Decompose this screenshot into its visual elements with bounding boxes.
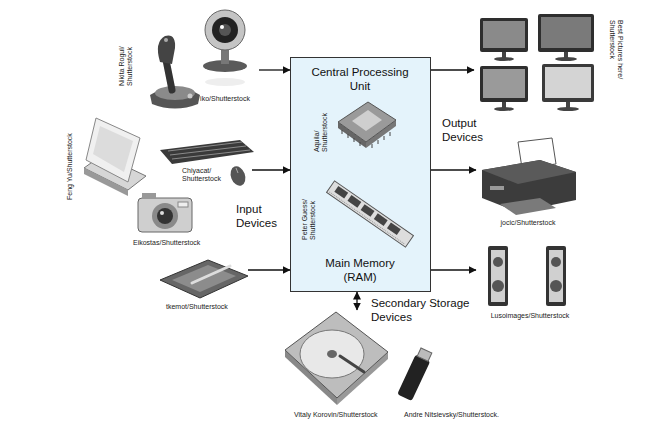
tablet-device: tkemot/Shutterstock [158, 258, 248, 314]
group-label: Output Devices [442, 117, 498, 144]
monitors-device: Best Pictures here/ Shutterstock [474, 12, 628, 114]
monitors-picture [480, 14, 594, 111]
camera-picture [138, 193, 192, 232]
data-flow-arrow [248, 269, 290, 270]
photo-credit: Vitaly Korovin/Shutterstock [294, 411, 378, 419]
photo-credit: Eikostas/Shutterstock [133, 239, 200, 247]
photo-credit: Chiyacat/ Shutterstock [182, 167, 228, 184]
photo-credit: Best Pictures here/ Shutterstock [608, 20, 625, 92]
joystick-picture [150, 36, 200, 109]
data-flow-arrow [431, 169, 476, 170]
photo-credit: iko/Shutterstock [193, 95, 257, 103]
cpu-chip-picture [338, 102, 396, 148]
group-label: Input Devices [236, 203, 290, 230]
photo-credit: Nikita Rogul/ Shutterstock [118, 30, 135, 86]
webcam-picture [203, 10, 247, 86]
keyboard-picture [160, 140, 254, 188]
ram-stick-picture [327, 181, 414, 247]
system-unit-box: Central Processing UnitMain Memory (RAM) [290, 57, 431, 292]
component-name: Main Memory (RAM) [315, 257, 405, 284]
keyboard-mouse-device: Chiyacat/ Shutterstock [156, 136, 252, 190]
storage-devices: Vitaly Korovin/Shutterstock Andre Nitsiev… [280, 310, 516, 424]
tablet-picture [160, 260, 248, 298]
photo-credit: Aquila/ Shutterstock [313, 106, 330, 152]
webcam-device: iko/Shutterstock [193, 4, 259, 107]
usb-stick-picture [397, 347, 433, 401]
data-flow-arrow [431, 69, 474, 70]
hard-disk-picture [285, 312, 388, 405]
data-flow-arrow [252, 169, 290, 170]
speakers-device: Lusoimages/Shutterstock [476, 242, 586, 326]
photo-credit: Feng Yu/Shutterstock [66, 133, 74, 200]
group-label: Secondary Storage Devices [371, 297, 473, 324]
printer-device: jocic/Shutterstock [476, 136, 582, 232]
photo-credit: tkemot/Shutterstock [166, 303, 228, 311]
data-flow-arrow [356, 292, 357, 310]
component-name: Central Processing Unit [310, 66, 410, 93]
data-flow-arrow [259, 69, 290, 70]
data-flow-arrow [431, 269, 476, 270]
scanner-picture [84, 118, 146, 196]
photo-credit: Lusoimages/Shutterstock [476, 312, 584, 320]
printer-picture [482, 138, 576, 215]
system-unit-box [291, 58, 431, 292]
photo-credit: jocic/Shutterstock [476, 219, 580, 227]
photo-credit: Peter Guess/ Shutterstock [301, 188, 318, 240]
speakers-picture [488, 246, 566, 306]
photo-credit: Andre Nitsievsky/Shutterstock. [404, 411, 499, 419]
